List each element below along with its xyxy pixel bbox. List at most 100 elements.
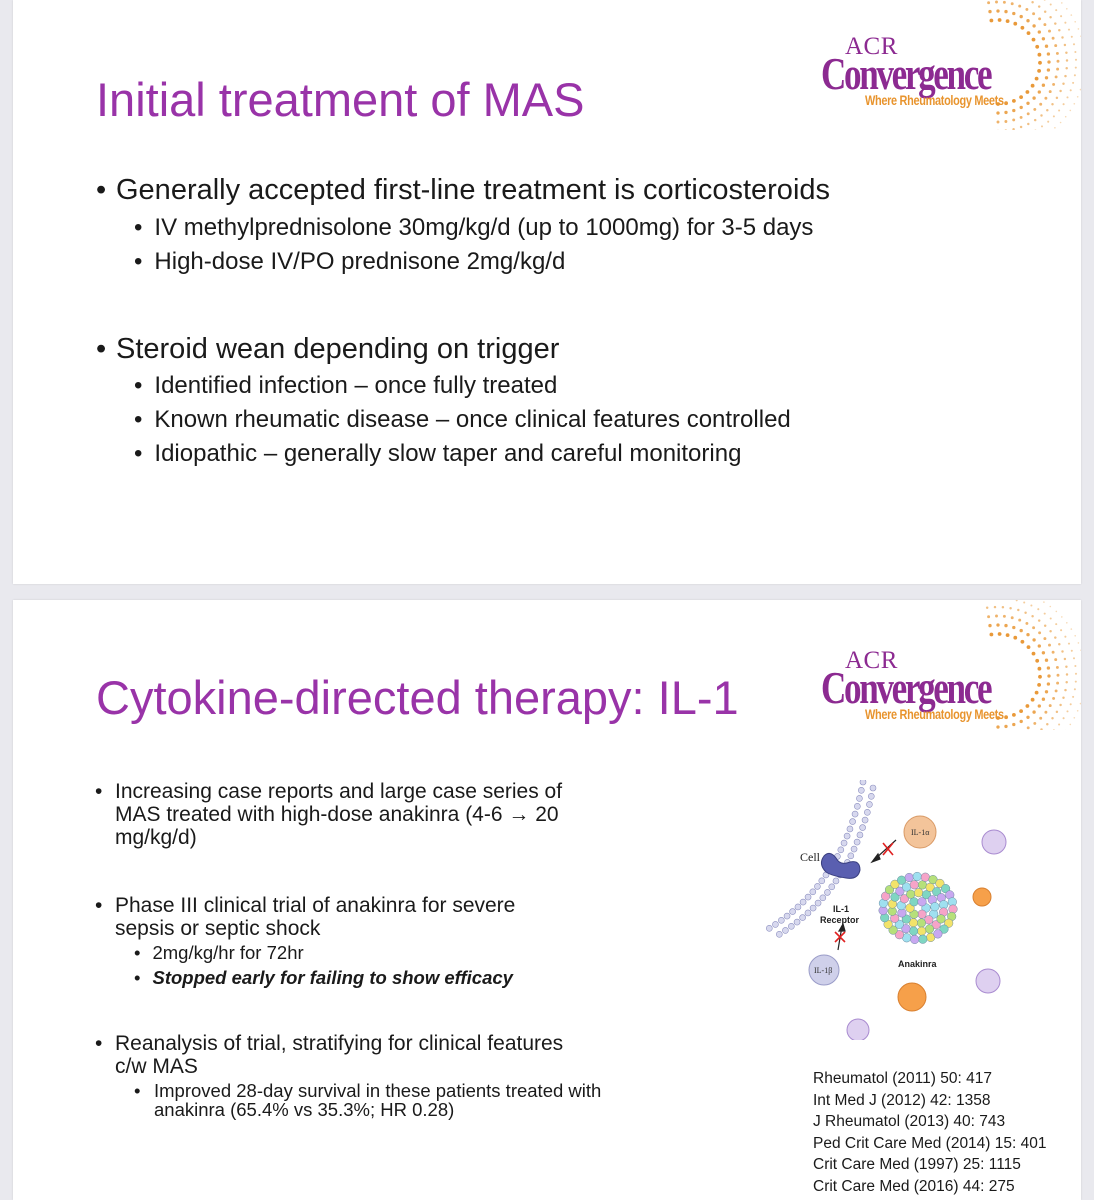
logo-dot bbox=[989, 632, 994, 637]
logo-dot bbox=[1020, 639, 1025, 644]
membrane-bead bbox=[778, 917, 785, 924]
logo-dot bbox=[1039, 102, 1043, 106]
membrane-bead bbox=[799, 914, 806, 921]
logo-dot bbox=[1061, 36, 1064, 39]
logo-dot bbox=[1037, 644, 1041, 648]
blocked-arrow-icon bbox=[834, 839, 897, 951]
logo-dot bbox=[985, 606, 989, 610]
logo-dot bbox=[988, 9, 992, 14]
membrane-bead bbox=[789, 908, 796, 915]
references-list: Rheumatol (2011) 50: 417 Int Med J (2012… bbox=[813, 1068, 1046, 1197]
logo-dot bbox=[1044, 658, 1049, 662]
logo-dot bbox=[996, 9, 1000, 13]
logo-dot bbox=[1069, 703, 1072, 706]
logo-dot bbox=[996, 111, 1000, 115]
orange-molecule-icon bbox=[972, 887, 992, 907]
receptor-label-line2: Receptor bbox=[820, 915, 860, 925]
logo-dot bbox=[1034, 76, 1039, 81]
logo-dot bbox=[1005, 19, 1010, 23]
logo-dot bbox=[1032, 710, 1036, 714]
anakinra-bead bbox=[909, 926, 919, 936]
logo-dot bbox=[1040, 114, 1043, 117]
logo-dot bbox=[1037, 69, 1041, 73]
membrane-bead bbox=[793, 918, 801, 926]
logo-dot bbox=[1044, 710, 1048, 714]
logo-dot bbox=[1038, 674, 1042, 679]
membrane-bead bbox=[814, 883, 821, 890]
membrane-bead bbox=[840, 839, 848, 847]
logo-dot bbox=[1046, 52, 1051, 56]
logo-dot bbox=[1037, 52, 1042, 57]
logo-dot bbox=[1054, 75, 1058, 79]
logo-dot bbox=[1059, 703, 1062, 707]
logo-dot bbox=[1013, 635, 1018, 640]
logo-dot bbox=[1049, 16, 1052, 19]
anakinra-bead bbox=[920, 872, 930, 882]
membrane-bead bbox=[799, 898, 807, 906]
logo-dot bbox=[1031, 1, 1034, 4]
logo-dot bbox=[1002, 614, 1006, 618]
logo-dot bbox=[987, 615, 991, 619]
bullet-first-line: •Generally accepted first-line treatment… bbox=[96, 174, 831, 206]
logo-dot bbox=[1074, 664, 1077, 668]
logo-dot bbox=[988, 623, 992, 628]
logo-dot bbox=[1037, 30, 1041, 34]
logo-dot bbox=[1038, 60, 1042, 65]
logo-dot bbox=[1035, 44, 1040, 49]
membrane-bead bbox=[766, 925, 773, 932]
logo-dot bbox=[1012, 713, 1016, 717]
membrane-bead bbox=[846, 825, 854, 833]
receptor-icon bbox=[820, 852, 861, 879]
logo-dot bbox=[1065, 665, 1068, 668]
membrane-bead bbox=[818, 877, 826, 885]
anakinra-bead bbox=[917, 880, 927, 890]
il1b-molecule-icon bbox=[808, 954, 840, 986]
logo-dot bbox=[1033, 721, 1037, 725]
anakinra-bead bbox=[904, 872, 914, 883]
membrane-bead bbox=[856, 831, 864, 839]
logo-dot bbox=[1051, 36, 1055, 40]
logo-dot bbox=[1079, 88, 1081, 91]
logo-dot bbox=[1064, 74, 1067, 78]
logo-dot bbox=[1034, 690, 1039, 695]
logo-dot bbox=[1037, 608, 1040, 611]
sub-bullet: •Known rheumatic disease – once clinical… bbox=[134, 406, 791, 433]
logo-dot bbox=[1058, 723, 1061, 726]
logo-dot bbox=[1004, 9, 1008, 14]
logo-dot bbox=[1080, 649, 1081, 651]
logo-dot bbox=[1077, 28, 1080, 30]
logo-dot bbox=[1037, 666, 1042, 671]
anakinra-bead bbox=[909, 880, 919, 890]
purple-molecule-icon bbox=[981, 829, 1007, 855]
cell-membrane-icon bbox=[766, 780, 877, 938]
logo-dot bbox=[1023, 601, 1026, 604]
logo-dot bbox=[1073, 103, 1076, 105]
logo-dot bbox=[1051, 717, 1054, 720]
logo-dot bbox=[1015, 600, 1018, 602]
logo-dot bbox=[1012, 108, 1016, 113]
logo-convergence-text: Convergence bbox=[821, 49, 993, 99]
logo-convergence-text: Convergence bbox=[821, 663, 993, 713]
membrane-bead bbox=[837, 846, 845, 854]
logo-dot bbox=[1043, 637, 1047, 641]
logo-dot bbox=[1027, 122, 1030, 126]
logo-dot bbox=[1069, 109, 1072, 112]
anakinra-bead bbox=[910, 934, 920, 944]
logo-dot bbox=[1044, 76, 1049, 80]
membrane-bead bbox=[832, 877, 840, 885]
logo-dot bbox=[1037, 704, 1041, 708]
logo-dot bbox=[1019, 719, 1023, 724]
il1a-molecule-icon bbox=[903, 815, 937, 849]
logo-tagline: Where Rheumatology Meets bbox=[865, 92, 1004, 108]
logo-dot bbox=[1033, 118, 1037, 122]
reference-item: Crit Care Med (2016) 44: 275 bbox=[813, 1177, 1015, 1195]
logo-acr-text: ACR bbox=[845, 647, 898, 674]
logo-dot bbox=[1048, 704, 1052, 708]
logo-dot bbox=[1046, 723, 1049, 726]
logo-dot bbox=[1056, 673, 1060, 677]
logo-acr-text: ACR bbox=[845, 33, 898, 60]
anakinra-bead bbox=[899, 894, 909, 904]
anakinra-bead bbox=[941, 884, 951, 894]
logo-dot bbox=[1012, 722, 1016, 727]
reference-item: Int Med J (2012) 42: 1358 bbox=[813, 1091, 991, 1109]
